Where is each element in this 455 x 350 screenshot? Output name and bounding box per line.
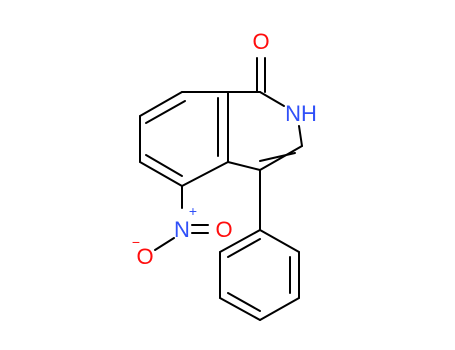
bond bbox=[145, 154, 183, 177]
bond bbox=[139, 91, 183, 117]
carbonyl-oxygen-label: O bbox=[252, 29, 269, 54]
ring-nh-label: NH bbox=[285, 101, 317, 126]
bond bbox=[259, 152, 296, 162]
bond bbox=[298, 125, 303, 147]
nitro-negative-charge: − bbox=[132, 234, 140, 250]
bond bbox=[227, 292, 261, 312]
bond bbox=[259, 297, 300, 321]
bond bbox=[154, 237, 175, 251]
nitro-oxygen-double-label: O bbox=[215, 217, 232, 242]
nitro-positive-charge: + bbox=[189, 203, 197, 219]
bond bbox=[145, 100, 186, 124]
bond bbox=[181, 161, 229, 187]
bond bbox=[259, 229, 300, 253]
bond bbox=[227, 238, 261, 258]
bond bbox=[139, 161, 183, 187]
bond bbox=[259, 145, 303, 171]
bond bbox=[259, 91, 285, 107]
nitro-nitrogen-label: N bbox=[174, 217, 190, 242]
bond bbox=[227, 161, 261, 171]
bond bbox=[219, 297, 261, 321]
nitro-oxygen-single-label: O bbox=[136, 244, 153, 269]
bond bbox=[219, 229, 261, 253]
